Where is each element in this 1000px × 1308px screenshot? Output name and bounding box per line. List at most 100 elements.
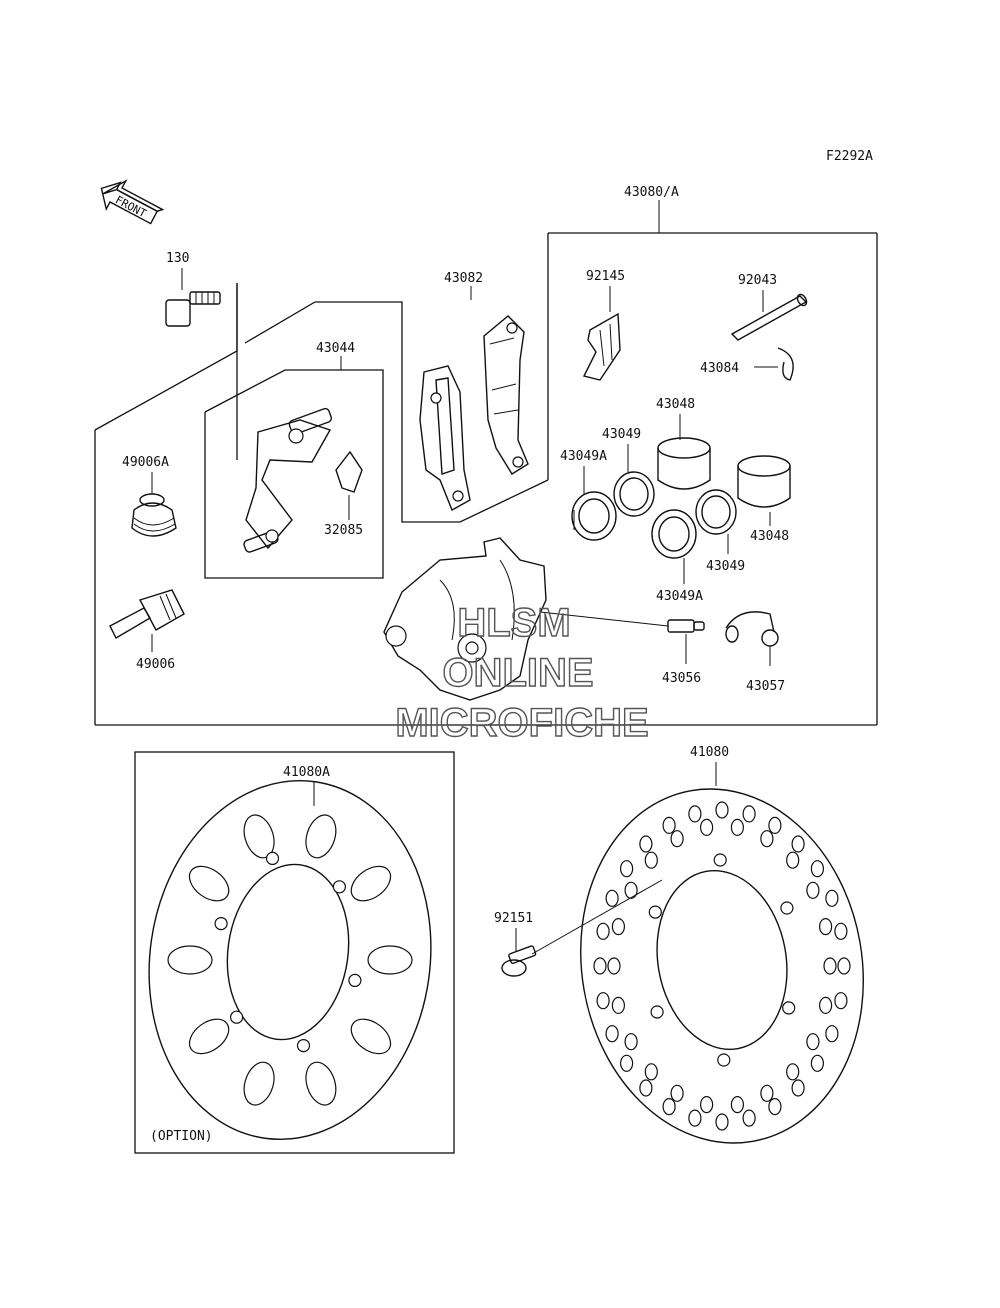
piston-43048-b-icon [737,455,791,508]
disc-slot [305,814,337,859]
part-label-43044: 43044 [316,341,355,356]
disc-vent-hole [715,1113,729,1131]
disc-vent-hole [742,805,756,823]
part-label-43049-b: 43049 [706,559,745,574]
disc-vent-hole [662,1097,676,1116]
part-label-92043: 92043 [738,273,777,288]
bolt-92151-icon [501,945,537,977]
disc-slot [305,1061,337,1106]
disc-vent-hole [730,818,745,837]
disc-slot [350,1018,392,1055]
disc-bolt-hole [214,916,228,931]
disc-bolt-hole [348,973,362,988]
part-label-43049-a: 43049 [602,427,641,442]
figure-code: F2292A [826,149,873,164]
part-label-43084: 43084 [700,361,739,376]
disc-vent-hole [619,860,634,878]
part-label-49006A: 49006A [122,455,169,470]
disc-vent-hole [818,996,833,1015]
disc-bolt-hole [265,851,280,866]
part-label-41080: 41080 [690,745,729,760]
caliper-body-icon [383,537,547,701]
disc-vent-hole [699,818,714,837]
pad-spring-icon [582,312,621,381]
part-label-43049A-b: 43049A [656,589,703,604]
part-label-92151: 92151 [494,911,533,926]
disc-vent-hole [791,1079,805,1097]
disc-slot [188,865,230,902]
disc-vent-hole [619,1054,634,1072]
disc-bolt-hole [650,1005,664,1019]
disc-vent-hole [810,860,825,878]
boot-49006A-icon [131,493,177,537]
pad-kit-frame [244,286,549,523]
cap-43057-icon [725,611,779,647]
disc-vent-hole [662,816,676,835]
disc-vent-hole [624,1033,638,1051]
disc-vent-hole [834,992,848,1010]
part-label-43082: 43082 [444,271,483,286]
disc-vent-hole [624,881,638,899]
part-label-130: 130 [166,251,189,266]
part-label-92145: 92145 [586,269,625,284]
option-note: (OPTION) [150,1129,213,1144]
disc-slot [167,945,213,975]
disc-vent-hole [786,851,800,869]
disc-vent-hole [791,835,805,853]
seal-43049-b-icon [695,489,737,535]
part-label-43049A-a: 43049A [560,449,607,464]
brake-disc-41080A-icon [148,779,432,1141]
disc-vent-hole [715,801,729,819]
disc-vent-hole [730,1095,745,1114]
disc-vent-hole [644,1063,658,1081]
disc-bolt-hole [648,905,662,919]
front-arrow-icon: FRONT [100,179,165,225]
disc-vent-hole [742,1109,756,1127]
part-label-41080A: 41080A [283,765,330,780]
disc-slot [367,945,413,975]
disc-vent-hole [810,1054,825,1072]
disc-bolt-hole [717,1053,731,1067]
clip-43084-icon [777,347,794,381]
disc-vent-hole [768,1097,782,1116]
disc-vent-hole [596,992,610,1010]
disc-bolt-hole [780,901,794,915]
part-label-43048-b: 43048 [750,529,789,544]
seal-43049A-b-icon [651,509,697,559]
disc-vent-hole [825,1025,839,1043]
caliper-bracket-icon [243,407,333,553]
piston-43048-a-icon [657,437,711,490]
brake-disc-41080-icon [580,788,864,1144]
part-label-43048-a: 43048 [656,397,695,412]
part-label-49006: 49006 [136,657,175,672]
disc-vent-hole [786,1063,800,1081]
disc-bolt-hole [782,1001,796,1015]
option-frame [134,751,455,1154]
disc-vent-hole [760,1084,774,1102]
disc-slot [243,814,275,859]
disc-vent-hole [825,889,839,907]
disc-vent-hole [688,1109,702,1127]
disc-vent-hole [806,1033,820,1051]
part-label-43056: 43056 [662,671,701,686]
disc-slot [188,1018,230,1055]
watermark-line-3: MICROFICHE [395,701,648,745]
disc-vent-hole [644,851,658,869]
disc-vent-hole [837,957,851,975]
disc-vent-hole [768,816,782,835]
disc-slot [243,1061,275,1106]
disc-vent-hole [611,917,626,936]
disc-vent-hole [593,957,607,975]
watermark-line-2: ONLINE [442,651,593,695]
disc-vent-hole [688,805,702,823]
disc-bolt-hole [713,853,727,867]
seal-43049A-a-icon [571,491,617,541]
bolt-130-icon [165,291,221,327]
disc-bolt-hole [332,880,346,894]
bracket-kit-frame [204,356,384,579]
disc-vent-hole [699,1095,714,1114]
disc-vent-hole [670,1084,684,1102]
disc-vent-hole [818,917,833,936]
bleeder-43056-icon [667,619,705,633]
